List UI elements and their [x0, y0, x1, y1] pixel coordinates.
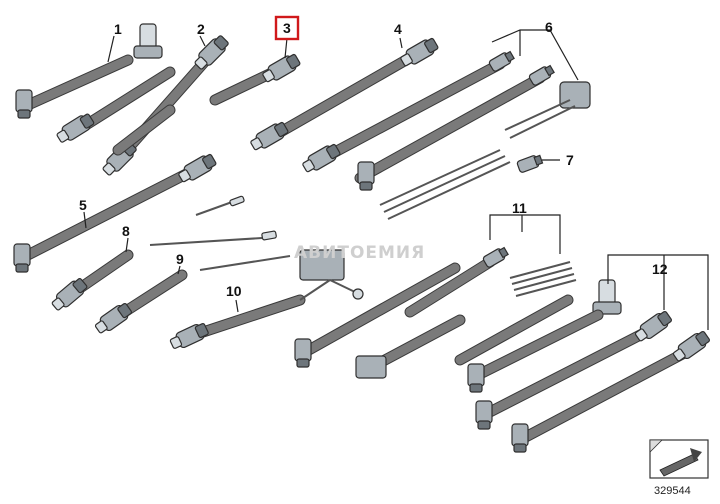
- callout-3: 3: [283, 20, 291, 36]
- reference-box: [649, 439, 709, 479]
- callout-9: 9: [176, 251, 184, 267]
- callout-2: 2: [197, 21, 205, 37]
- part-8-cable: [48, 230, 277, 314]
- part-11-harness: [454, 214, 577, 366]
- callout-11: 11: [512, 200, 527, 216]
- callout-1: 1: [114, 21, 122, 37]
- part-1-cable: [15, 23, 176, 146]
- part-9-cable: [92, 255, 291, 337]
- part-12-harness: [467, 254, 712, 453]
- callout-3-highlight: [274, 15, 300, 41]
- callout-10: 10: [226, 283, 242, 299]
- part-7-connector: [515, 152, 560, 174]
- callout-12: 12: [652, 261, 668, 277]
- part-5-cable: [13, 151, 245, 273]
- fold-corner-icon: [649, 439, 663, 453]
- reference-number: 329544: [654, 485, 691, 497]
- callout-8: 8: [122, 223, 130, 239]
- part-6-harness: [300, 29, 591, 191]
- part-3-cable: [112, 37, 303, 156]
- loose-wires: [379, 149, 511, 220]
- callout-5: 5: [79, 197, 87, 213]
- center-lower-cables: [294, 256, 496, 379]
- part-10-harness: [167, 249, 364, 353]
- callout-7: 7: [566, 152, 574, 168]
- watermark-text: АВИТОЕМИЯ: [294, 243, 425, 263]
- callout-6: 6: [545, 19, 553, 35]
- arrow-icon: [659, 448, 702, 477]
- part-4-cable: [248, 35, 441, 154]
- callout-4: 4: [394, 21, 402, 37]
